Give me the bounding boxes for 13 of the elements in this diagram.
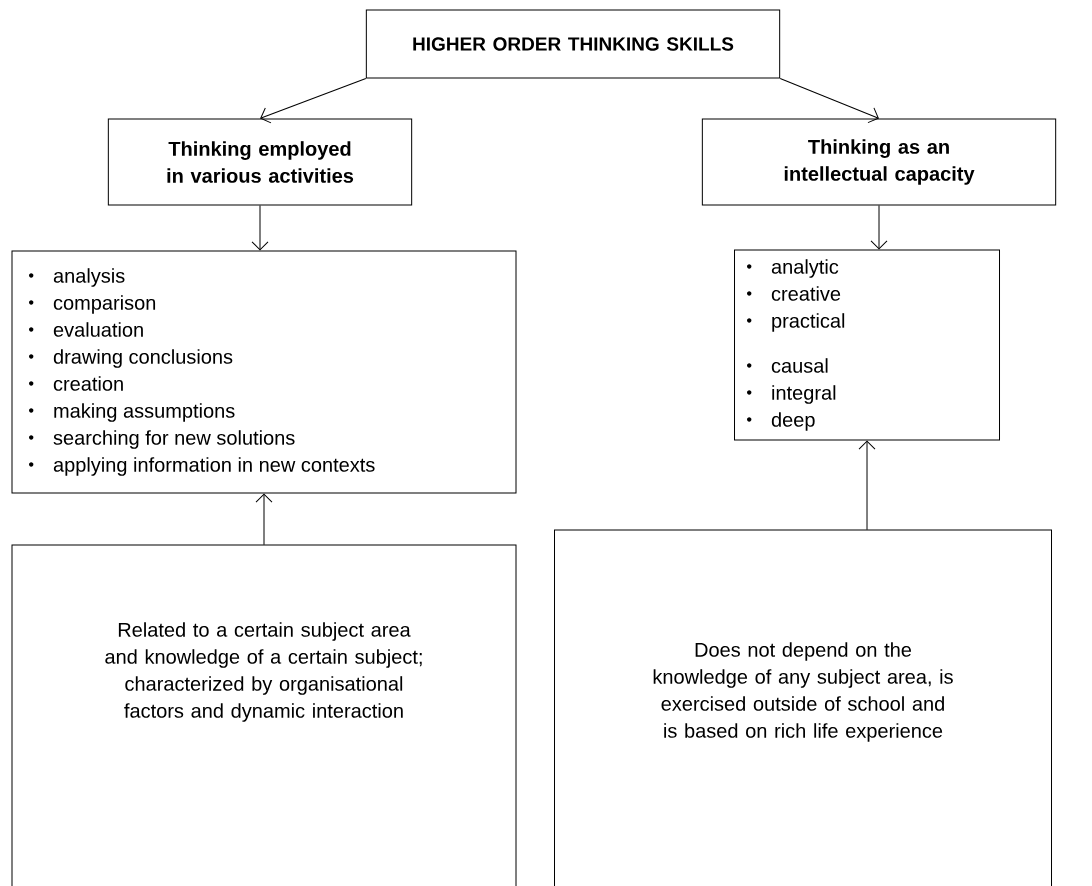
description-box: Does not depend on the knowledge of any subject area, is exercised outside of school and is based on rich life experience	[554, 529, 1052, 886]
arrow	[779, 78, 879, 124]
category-box: Thinking as an intellectual capacity	[701, 118, 1057, 206]
category-box: Thinking employed in various activities	[107, 118, 413, 206]
bullet-list-box: analytic creative practical causal integral deep	[734, 249, 1000, 441]
bullet-list-box: analysis comparison evaluation drawing conclusions creation making assumptions searching for new solutions applying information in new contexts	[11, 250, 517, 494]
description-box: Related to a certain subject area and knowledge of a certain subject; characterized by organisational factors and dynamic interaction	[11, 544, 517, 886]
arrow	[251, 205, 269, 251]
arrow	[260, 78, 367, 124]
arrow	[870, 205, 888, 250]
arrow	[255, 493, 273, 546]
title-box: HIGHER ORDER THINKING SKILLS	[365, 9, 781, 79]
arrow	[858, 440, 876, 531]
